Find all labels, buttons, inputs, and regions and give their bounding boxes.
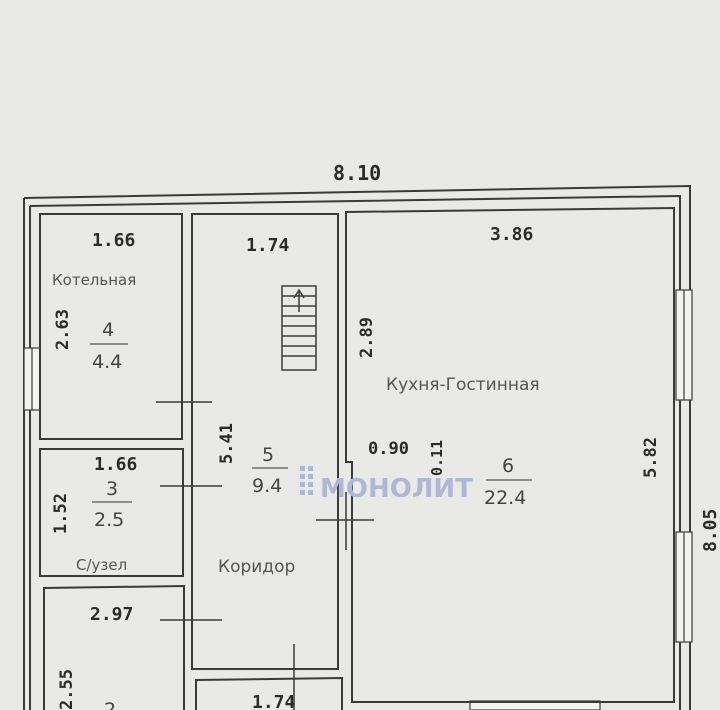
stairs [281, 285, 317, 371]
boiler-area: 4.4 [92, 351, 122, 373]
room-walls [39, 206, 675, 710]
overall-width: 8.10 [333, 161, 381, 185]
room-kitchen-outline [345, 206, 675, 703]
bathroom-height: 1.52 [51, 493, 71, 534]
room-corridor-outline [191, 213, 339, 670]
kitchen-width: 3.86 [490, 224, 533, 245]
bathroom-area: 2.5 [94, 509, 124, 531]
watermark: МОНОЛИТ [300, 466, 473, 504]
corridor-number: 5 [262, 444, 274, 466]
room-bottom-width: 1.74 [252, 692, 296, 710]
room-bottom-outline [195, 676, 343, 710]
room2-number: 2 [104, 699, 116, 710]
corridor-width: 1.74 [246, 235, 290, 256]
room2-outline [43, 584, 185, 710]
kitchen-step-height: 0.11 [428, 440, 446, 476]
kitchen-name: Кухня-Гостинная [386, 375, 540, 395]
bathroom-name: С/узел [76, 556, 127, 574]
overall-height: 8.05 [700, 509, 720, 552]
boiler-number: 4 [102, 319, 114, 341]
boiler-width: 1.66 [92, 230, 135, 251]
watermark-logo-icon [300, 466, 313, 495]
room-boiler-outline [39, 213, 183, 440]
boiler-height: 2.63 [53, 309, 73, 350]
room2-width: 2.97 [90, 604, 133, 625]
kitchen-height: 5.82 [641, 437, 661, 478]
corridor-name: Коридор [218, 557, 295, 577]
windows [23, 289, 693, 710]
kitchen-upper-height: 2.89 [357, 317, 377, 358]
bathroom-number: 3 [106, 478, 118, 500]
room2-height: 2.55 [57, 669, 77, 710]
corridor-height: 5.41 [217, 423, 237, 464]
kitchen-area: 22.4 [484, 487, 526, 509]
corridor-area: 9.4 [252, 475, 282, 497]
kitchen-number: 6 [502, 455, 514, 477]
boiler-name: Котельная [52, 271, 136, 289]
area-bars [90, 343, 532, 503]
bathroom-width: 1.66 [94, 454, 137, 475]
watermark-text: МОНОЛИТ [320, 474, 473, 504]
door-marks [156, 372, 374, 710]
kitchen-step-width: 0.90 [368, 439, 409, 459]
